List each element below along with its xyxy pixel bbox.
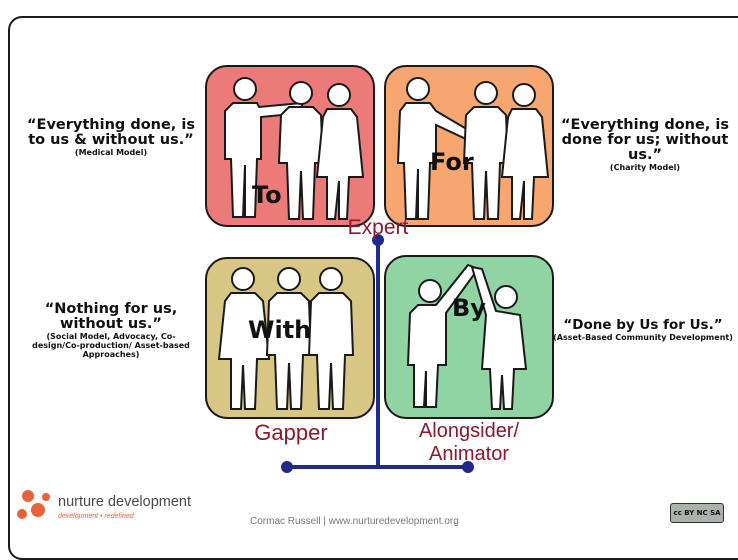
with-label: With	[248, 316, 312, 344]
with-model-text: (Social Model, Advocacy, Co-design/Co-pr…	[32, 332, 190, 359]
for-model-text: (Charity Model)	[609, 163, 681, 172]
for-panel	[384, 65, 554, 227]
to-figures-icon	[224, 77, 365, 220]
license-badge: cc BY NC SA	[670, 503, 724, 523]
with-quote-text: “Nothing for us, without us.”	[44, 301, 178, 332]
by-model-text: (Asset-Based Community Development)	[553, 333, 733, 342]
alongsider-label: Alongsider/ Animator	[418, 420, 520, 465]
for-figures-icon	[396, 77, 550, 220]
gapper-label: Gapper	[254, 420, 328, 445]
to-panel	[205, 65, 375, 227]
credit-text: Cormac Russell | www.nurturedevelopment.…	[250, 516, 459, 527]
axis-graphic	[281, 234, 474, 473]
by-label: By	[452, 294, 486, 322]
by-quote-text: “Done by Us for Us.”	[563, 317, 723, 333]
with-figures-icon	[217, 267, 355, 410]
by-panel	[384, 255, 554, 419]
license-text: cc BY NC SA	[673, 509, 721, 517]
for-label: For	[430, 148, 474, 176]
to-label: To	[252, 181, 282, 209]
by-figures-icon	[406, 263, 528, 410]
to-quote-text: “Everything done, is to us & without us.…	[27, 117, 195, 148]
brand-name: nurture development	[58, 494, 191, 510]
for-quote-text: “Everything done, is done for us; withou…	[561, 117, 729, 163]
expert-label: Expert	[347, 216, 409, 239]
with-panel	[205, 257, 375, 419]
brand-tagline: development • redefined	[58, 513, 134, 520]
with-quote: “Nothing for us, without us.” (Social Mo…	[26, 301, 196, 360]
by-quote: “Done by Us for Us.” (Asset-Based Commun…	[552, 317, 734, 343]
to-model-text: (Medical Model)	[74, 148, 148, 157]
for-quote: “Everything done, is done for us; withou…	[560, 117, 730, 173]
to-quote: “Everything done, is to us & without us.…	[26, 117, 196, 158]
